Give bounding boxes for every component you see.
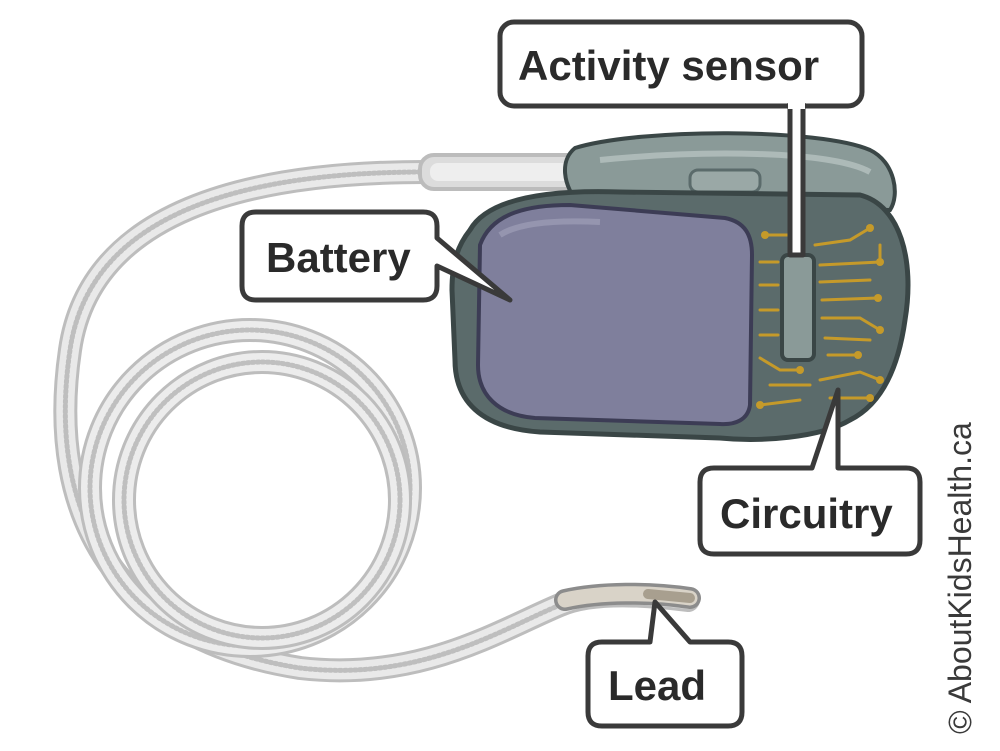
label-circuitry: Circuitry [720,490,893,537]
callout-lead: Lead [585,599,745,729]
circuit-traces [758,226,882,407]
callout-circuitry: Circuitry [697,387,923,557]
label-lead: Lead [608,662,706,709]
label-activity-sensor: Activity sensor [518,42,819,89]
callout-battery: Battery [239,209,513,303]
activity-sensor-chip [780,253,816,362]
copyright-credit: © AboutKidsHealth.ca [942,422,978,734]
label-battery: Battery [266,234,411,281]
battery-shape [475,202,755,427]
lead-wire [53,153,701,683]
callout-activity-sensor: Activity sensor [497,19,865,258]
